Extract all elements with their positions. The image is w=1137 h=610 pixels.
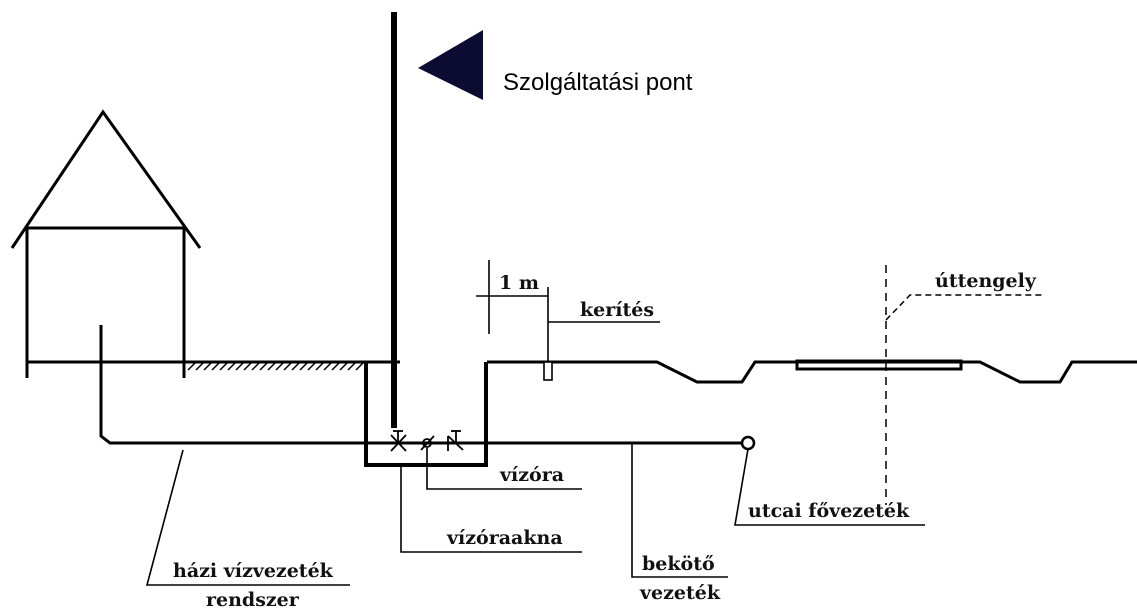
meter-label: vízóra [499, 464, 564, 486]
service-point-title: Szolgáltatási pont [503, 69, 693, 96]
street-main-pipe-icon [740, 435, 756, 451]
connection-line-label-2: vezeték [639, 582, 721, 604]
house-water-pipe [99, 325, 366, 445]
house [10, 109, 202, 378]
house-system-label-2: rendszer [206, 589, 300, 610]
water-meter-icon [420, 435, 435, 451]
meter-pit-label: vízóraakna [446, 527, 563, 549]
check-valve-icon [447, 430, 464, 451]
house-system-leader [145, 449, 350, 586]
road-axis-leader [885, 294, 1043, 321]
meter-leader [426, 448, 582, 490]
connection-line-label-1: bekötő [642, 553, 715, 575]
meter-pit-leader [400, 465, 582, 553]
street-main-label: utcai fővezeték [748, 500, 910, 522]
street-main-leader [734, 448, 925, 526]
gate-valve-icon [390, 430, 407, 452]
street-profile [487, 360, 1137, 384]
fence-label: kerítés [580, 299, 654, 321]
dimension-label-1m: 1 m [499, 272, 539, 294]
house-roof [10, 109, 202, 249]
road-axis-label: úttengely [935, 270, 1037, 292]
service-point-flag-icon [418, 30, 483, 100]
meter-pit [364, 362, 488, 467]
paved-surface-hatching [187, 362, 364, 371]
connection-line-leader [631, 443, 728, 578]
fence-post [543, 361, 553, 381]
house-system-label-1: házi vízvezeték [173, 560, 334, 582]
one-meter-dimension [476, 260, 549, 362]
road-pavement [795, 359, 963, 371]
